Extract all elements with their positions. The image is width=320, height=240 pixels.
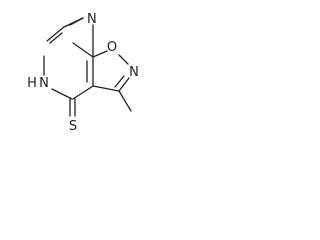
bond-nh-to-c-thione xyxy=(51,88,73,100)
bond-n-top-vertex xyxy=(63,17,84,28)
atom-o: O xyxy=(107,40,117,55)
bond-c-top-to-n-left-inner xyxy=(49,32,63,44)
atom-n-isoxazole: N xyxy=(129,65,139,80)
bond-o-to-n xyxy=(118,54,129,65)
bond-group xyxy=(43,17,132,117)
atom-s: S xyxy=(69,119,77,134)
atom-labels: N O N N H S xyxy=(27,12,139,134)
bond-c-methyl-to-c-fused xyxy=(92,85,120,92)
atom-n-top: N xyxy=(87,12,97,27)
atom-n-h: N xyxy=(39,76,49,91)
ring-top-bonds xyxy=(63,17,94,58)
bond-c-top-to-n-left xyxy=(46,26,65,42)
molecule-structure-diagram: N O N N H S xyxy=(27,12,139,134)
bond-methyl xyxy=(118,90,132,112)
bond-n-to-c-methyl-inner xyxy=(114,75,125,88)
atom-h: H xyxy=(27,76,37,91)
bond-n-to-c-methyl xyxy=(118,77,130,92)
bond-c-fused-top-to-n-top xyxy=(72,42,94,58)
bond-c-fused-top-to-o xyxy=(92,50,108,58)
bond-c-thione-to-c-fused xyxy=(72,85,94,100)
